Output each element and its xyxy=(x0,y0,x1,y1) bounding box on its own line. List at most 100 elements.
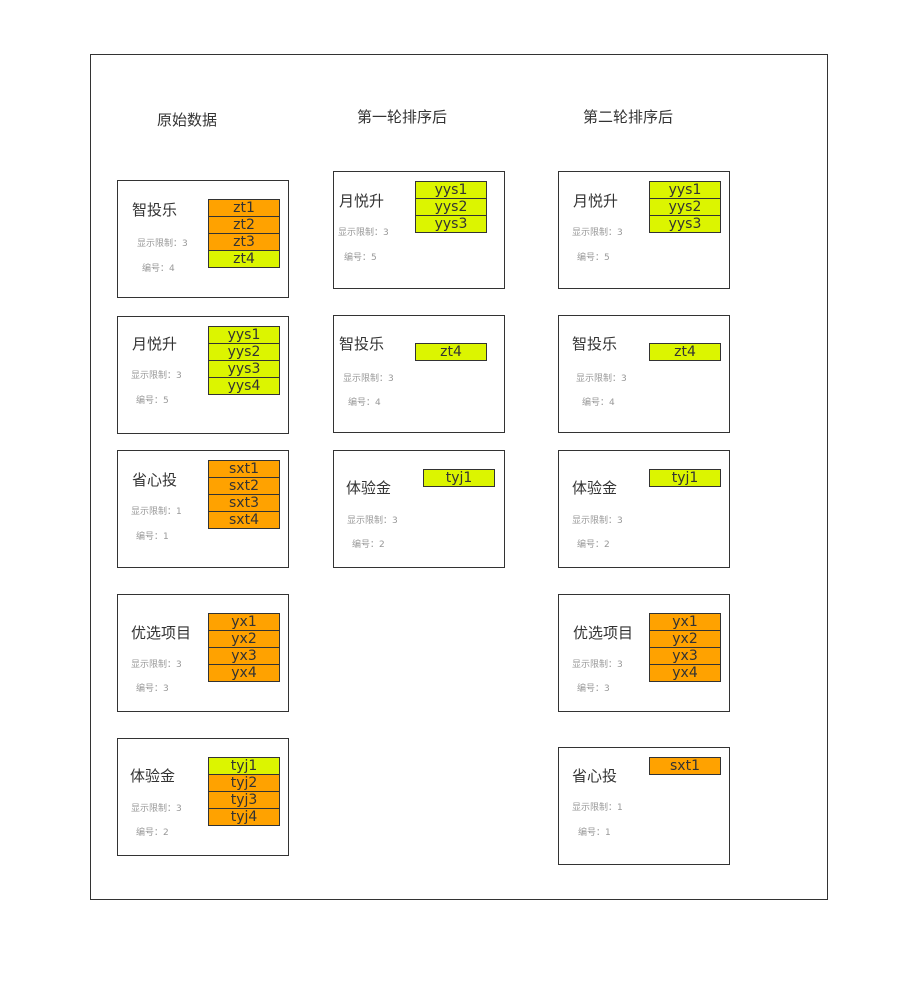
display-limit: 显示限制：3 xyxy=(347,516,398,526)
item-chip: yx1 xyxy=(208,613,280,631)
display-limit: 显示限制：3 xyxy=(338,228,389,238)
item-chip: yys2 xyxy=(649,198,721,216)
product-number: 编号：1 xyxy=(578,828,611,838)
item-chip: yys4 xyxy=(208,377,280,395)
item-chip: sxt1 xyxy=(208,460,280,478)
item-chip: tyj1 xyxy=(208,757,280,775)
item-chip: yys3 xyxy=(415,215,487,233)
display-limit: 显示限制：3 xyxy=(137,239,188,249)
display-limit: 显示限制：3 xyxy=(131,660,182,670)
display-limit: 显示限制：3 xyxy=(572,228,623,238)
display-limit: 显示限制：3 xyxy=(576,374,627,384)
product-name: 月悦升 xyxy=(132,335,178,353)
item-chip: tyj1 xyxy=(423,469,495,487)
item-chip: tyj1 xyxy=(649,469,721,487)
display-limit: 显示限制：3 xyxy=(572,516,623,526)
product-name: 智投乐 xyxy=(132,201,178,219)
item-chip: yx4 xyxy=(649,664,721,682)
product-name: 体验金 xyxy=(346,479,392,497)
product-number: 编号：4 xyxy=(142,264,175,274)
item-chip: zt1 xyxy=(208,199,280,217)
product-number: 编号：3 xyxy=(577,684,610,694)
display-limit: 显示限制：3 xyxy=(343,374,394,384)
product-card: 省心投显示限制：1 编号：1 sxt1 xyxy=(558,747,730,865)
product-card: 智投乐显示限制：3 编号：4 zt4 xyxy=(558,315,730,433)
product-name: 智投乐 xyxy=(572,335,618,353)
diagram-frame xyxy=(90,54,828,900)
item-chip: zt2 xyxy=(208,216,280,234)
item-chip: tyj4 xyxy=(208,808,280,826)
item-chip: sxt3 xyxy=(208,494,280,512)
product-card: 体验金显示限制：3 编号：2 tyj1 xyxy=(333,450,505,568)
product-number: 编号：4 xyxy=(348,398,381,408)
item-chip: yys2 xyxy=(208,343,280,361)
product-card: 智投乐显示限制：3 编号：4 zt4 xyxy=(333,315,505,433)
product-number: 编号：1 xyxy=(136,532,169,542)
product-number: 编号：2 xyxy=(352,540,385,550)
product-card: 体验金显示限制：3 编号：2 tyj1 xyxy=(558,450,730,568)
item-chip: tyj2 xyxy=(208,774,280,792)
item-stack: zt4 xyxy=(649,343,721,361)
item-chip: sxt4 xyxy=(208,511,280,529)
product-name: 体验金 xyxy=(130,767,176,785)
item-chip: yys3 xyxy=(208,360,280,378)
product-name: 月悦升 xyxy=(339,192,385,210)
product-number: 编号：2 xyxy=(136,828,169,838)
item-stack: tyj1 xyxy=(649,469,721,487)
item-chip: zt4 xyxy=(415,343,487,361)
column-title-round2: 第二轮排序后 xyxy=(583,108,674,126)
item-chip: zt4 xyxy=(208,250,280,268)
product-name: 智投乐 xyxy=(339,335,385,353)
item-chip: yys2 xyxy=(415,198,487,216)
item-chip: yys1 xyxy=(415,181,487,199)
product-number: 编号：2 xyxy=(577,540,610,550)
display-limit: 显示限制：3 xyxy=(572,660,623,670)
column-title-round1: 第一轮排序后 xyxy=(357,108,448,126)
item-stack: sxt1 xyxy=(649,757,721,775)
item-chip: sxt1 xyxy=(649,757,721,775)
item-stack: zt4 xyxy=(415,343,487,361)
display-limit: 显示限制：3 xyxy=(131,371,182,381)
product-name: 体验金 xyxy=(572,479,618,497)
item-chip: yys3 xyxy=(649,215,721,233)
column-title-original: 原始数据 xyxy=(157,111,218,129)
product-number: 编号：5 xyxy=(577,253,610,263)
product-number: 编号：5 xyxy=(136,396,169,406)
display-limit: 显示限制：3 xyxy=(131,804,182,814)
display-limit: 显示限制：1 xyxy=(572,803,623,813)
item-chip: tyj3 xyxy=(208,791,280,809)
item-chip: yx1 xyxy=(649,613,721,631)
product-name: 优选项目 xyxy=(131,624,192,642)
item-chip: yx2 xyxy=(208,630,280,648)
item-chip: sxt2 xyxy=(208,477,280,495)
item-chip: yys1 xyxy=(649,181,721,199)
item-chip: yys1 xyxy=(208,326,280,344)
item-stack: tyj1 xyxy=(423,469,495,487)
product-number: 编号：3 xyxy=(136,684,169,694)
product-name: 省心投 xyxy=(572,767,618,785)
item-chip: yx3 xyxy=(208,647,280,665)
product-name: 优选项目 xyxy=(573,624,634,642)
product-number: 编号：4 xyxy=(582,398,615,408)
product-number: 编号：5 xyxy=(344,253,377,263)
display-limit: 显示限制：1 xyxy=(131,507,182,517)
item-chip: zt3 xyxy=(208,233,280,251)
product-name: 省心投 xyxy=(132,471,178,489)
product-name: 月悦升 xyxy=(573,192,619,210)
